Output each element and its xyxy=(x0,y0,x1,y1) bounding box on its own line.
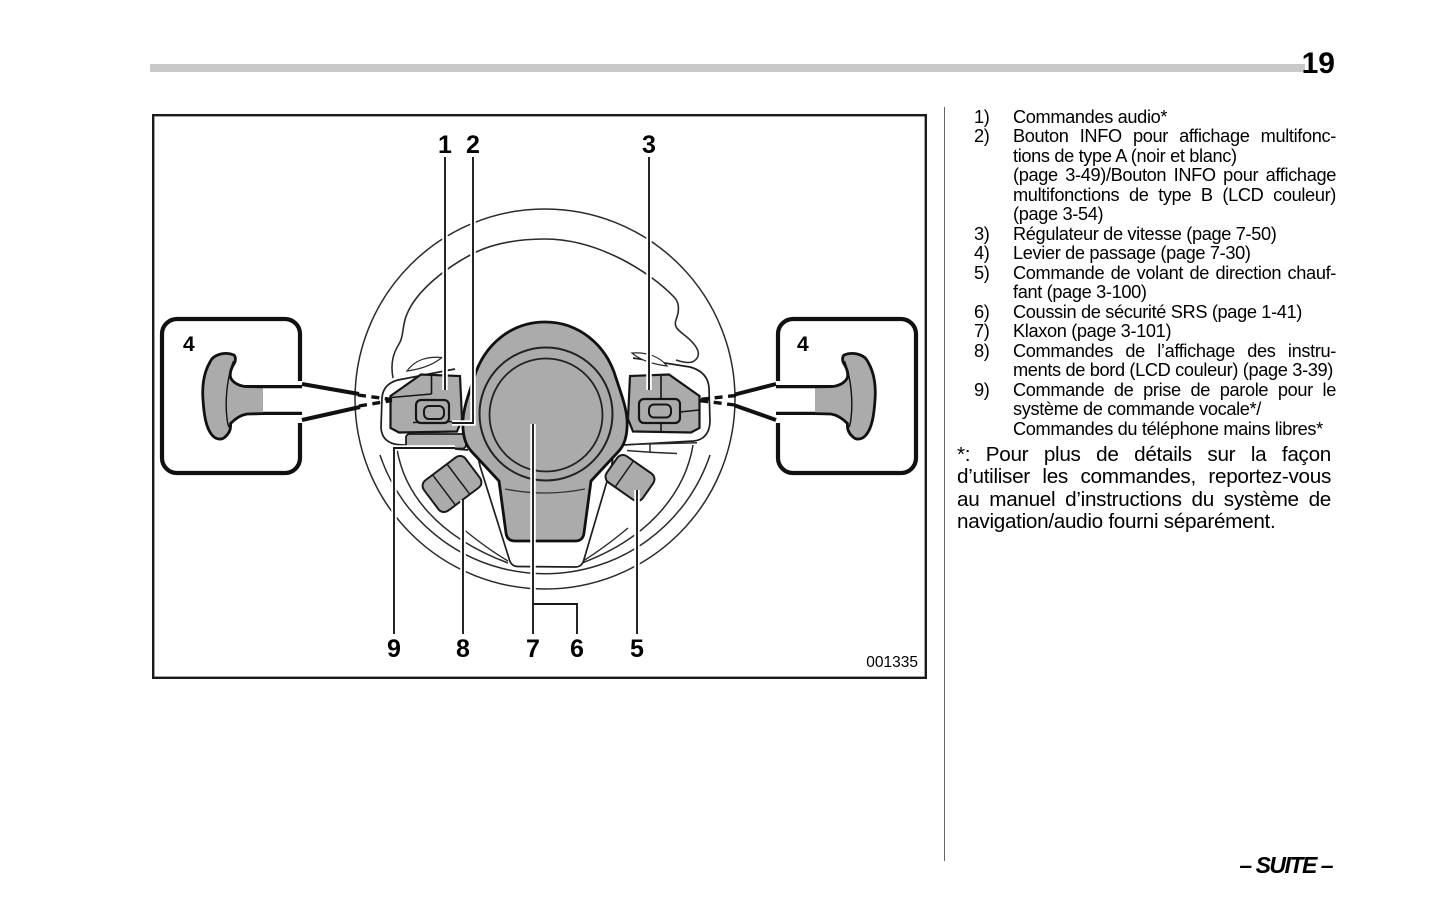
svg-text:6: 6 xyxy=(570,635,584,663)
svg-text:8: 8 xyxy=(456,635,470,663)
svg-text:5: 5 xyxy=(630,635,644,663)
svg-text:4: 4 xyxy=(183,333,195,356)
svg-text:3: 3 xyxy=(642,131,656,159)
svg-text:2: 2 xyxy=(466,131,480,159)
svg-text:1: 1 xyxy=(438,131,452,159)
svg-text:7: 7 xyxy=(526,635,540,663)
svg-text:4: 4 xyxy=(797,333,809,356)
svg-text:001335: 001335 xyxy=(866,654,918,671)
svg-text:9: 9 xyxy=(387,635,401,663)
